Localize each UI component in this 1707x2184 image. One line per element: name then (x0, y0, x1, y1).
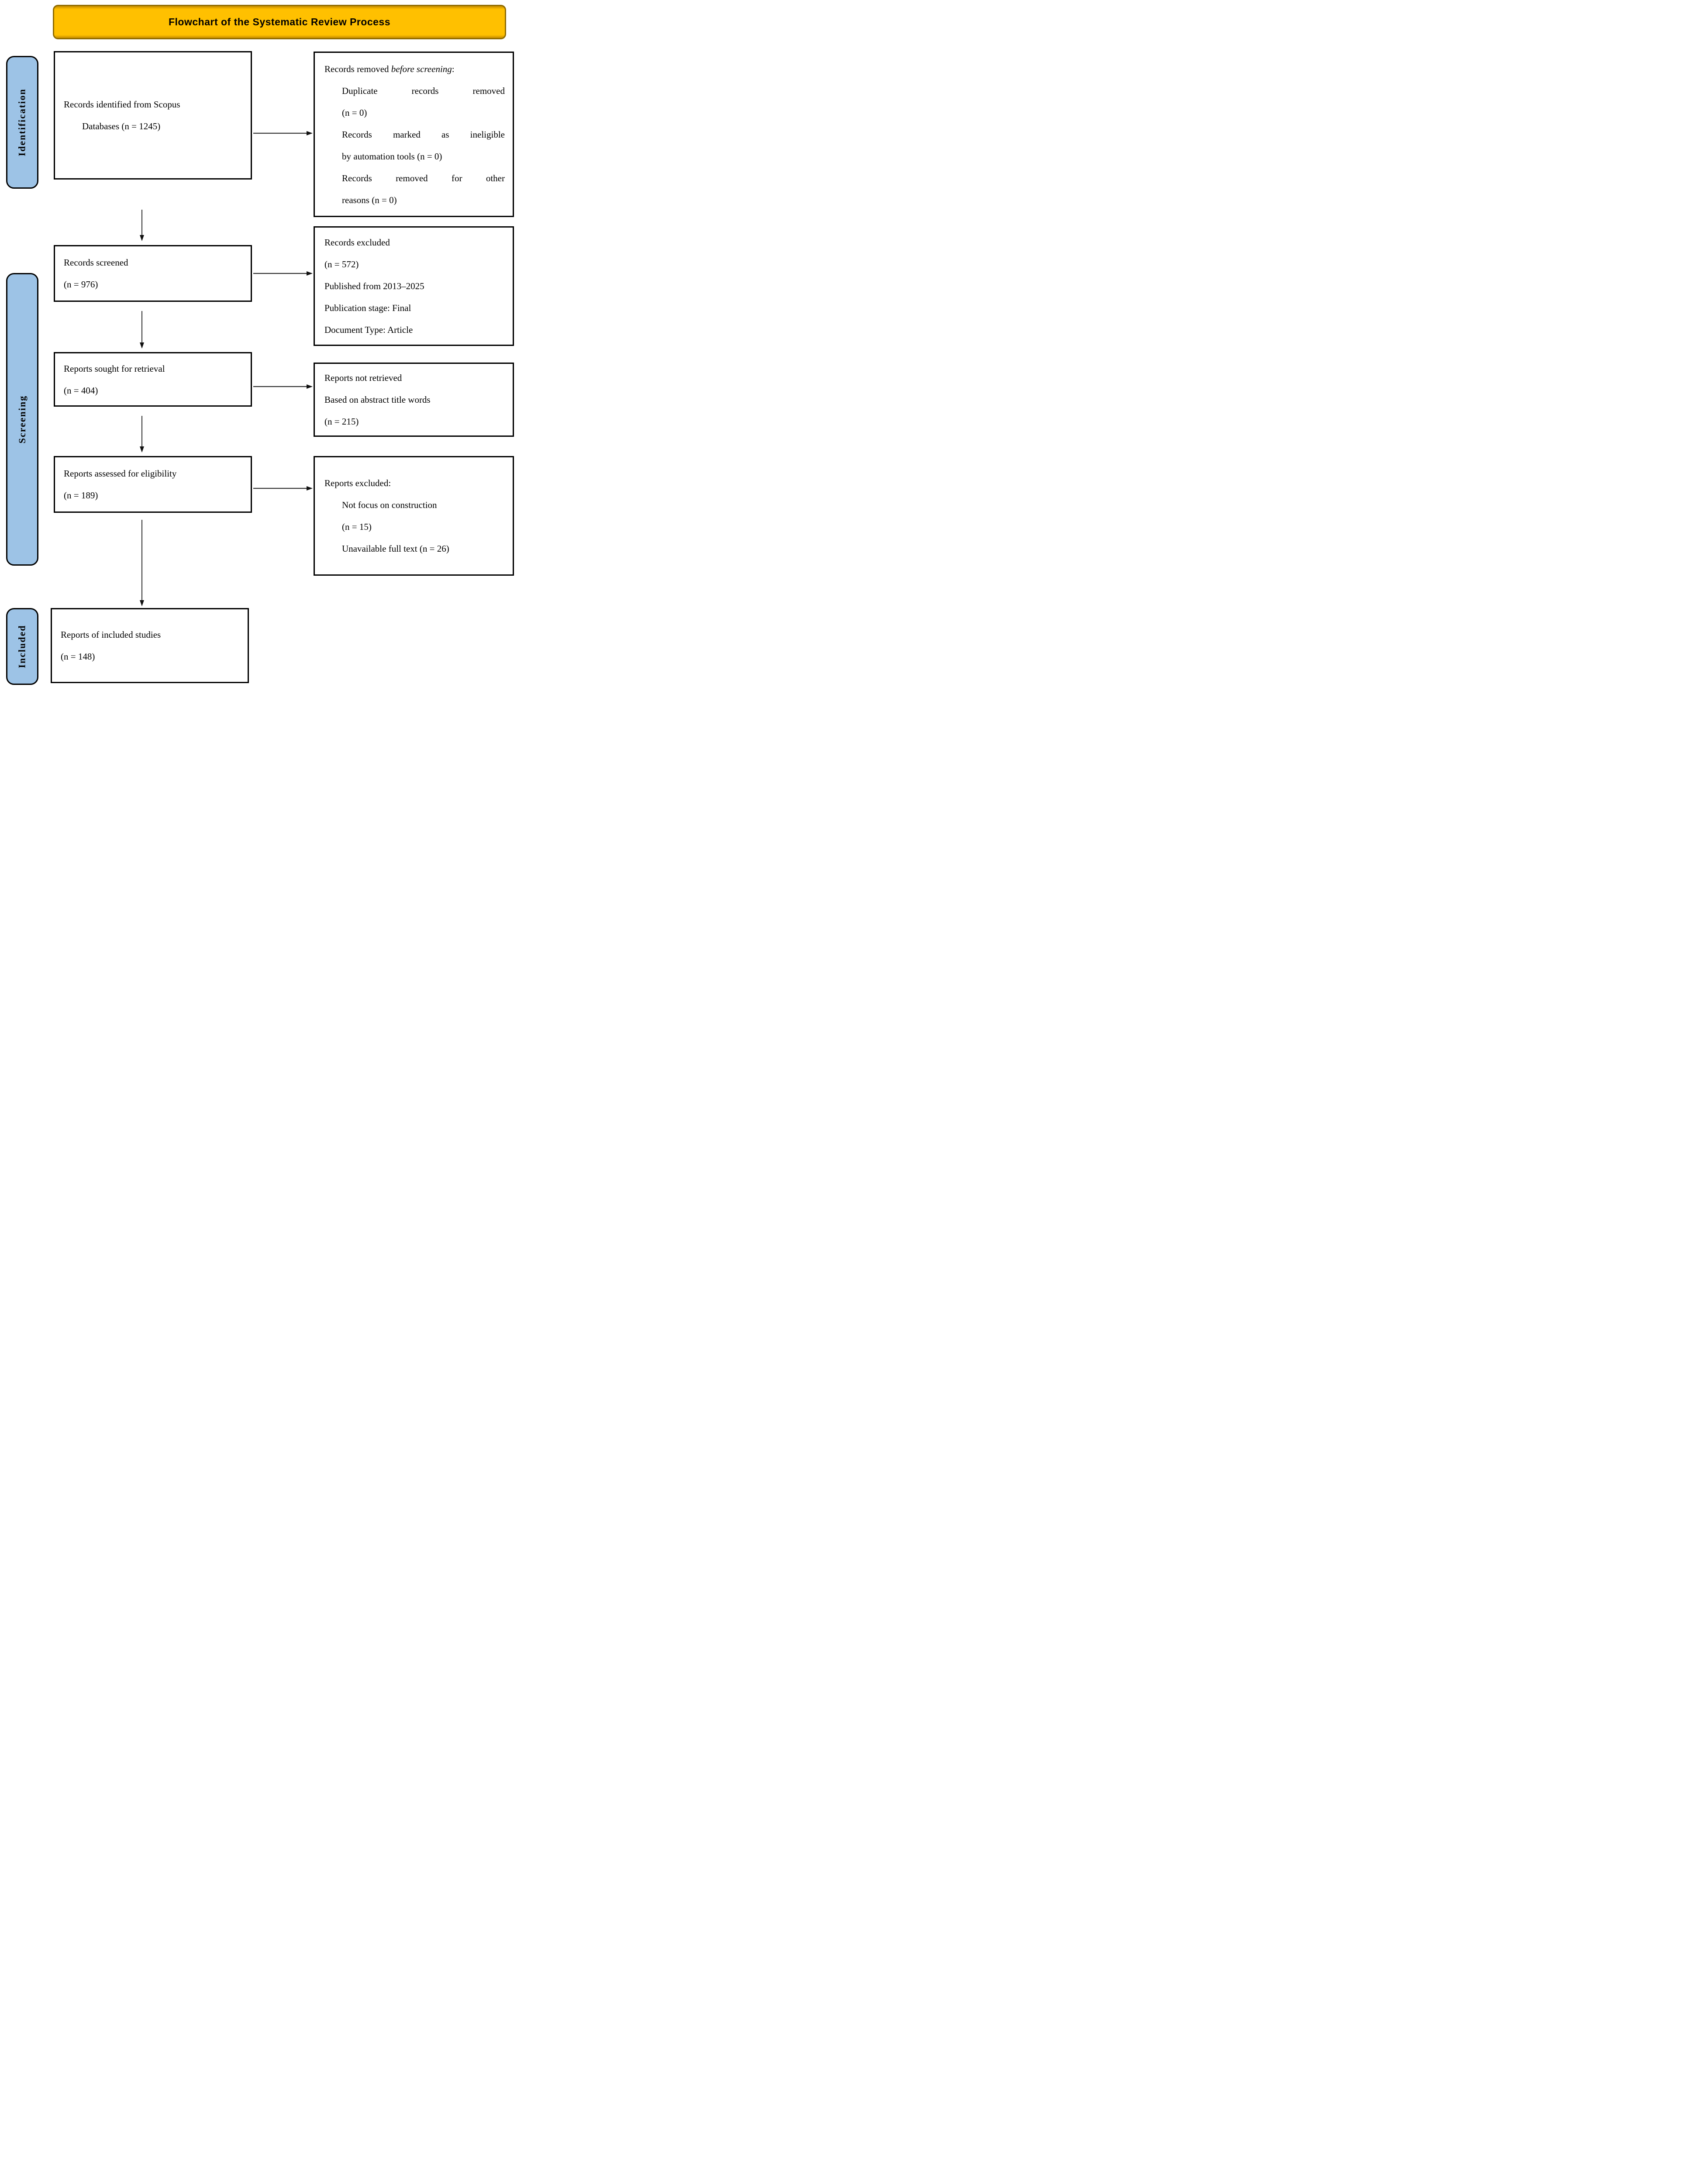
side-box-item-line: Duplicate records removed (342, 85, 505, 96)
box-line: Reports of included studies (61, 629, 161, 640)
side-box-line: Based on abstract title words (324, 394, 431, 405)
page-title: Flowchart of the Systematic Review Proce… (168, 16, 390, 28)
box-line: Records screened (64, 257, 128, 268)
flow-box-reports-included: Reports of included studies (n = 148) (51, 608, 249, 683)
side-box-line: Reports not retrieved (324, 373, 402, 383)
box-line: Reports assessed for eligibility (64, 468, 177, 479)
flow-box-records-identified: Records identified from Scopus Databases… (54, 51, 252, 180)
side-box-line: (n = 215) (324, 416, 359, 427)
title-banner: Flowchart of the Systematic Review Proce… (53, 5, 506, 39)
box-line: Databases (n = 1245) (82, 121, 161, 131)
box-line: Records identified from Scopus (64, 99, 180, 110)
side-box-reports-not-retrieved: Reports not retrieved Based on abstract … (314, 363, 514, 437)
side-box-line: Publication stage: Final (324, 303, 411, 313)
stage-label-text: Identification (17, 88, 28, 156)
stage-label-identification: Identification (6, 56, 38, 189)
side-box-records-excluded: Records excluded (n = 572) Published fro… (314, 226, 514, 346)
box-line: Reports sought for retrieval (64, 363, 165, 374)
side-box-item-line: by automation tools (n = 0) (342, 151, 442, 162)
side-box-line: (n = 572) (324, 259, 359, 270)
box-line: (n = 148) (61, 651, 95, 662)
prisma-flowchart: Flowchart of the Systematic Review Proce… (0, 0, 522, 690)
side-box-item-line: Unavailable full text (n = 26) (342, 543, 449, 554)
side-box-item-line: Records removed for other (342, 173, 505, 183)
side-box-item-line: Not focus on construction (342, 500, 437, 510)
side-box-item-line: reasons (n = 0) (342, 194, 397, 205)
flow-box-records-screened: Records screened (n = 976) (54, 245, 252, 302)
box-line: (n = 404) (64, 385, 98, 396)
stage-label-screening: Screening (6, 273, 38, 566)
stage-label-text: Included (17, 625, 28, 668)
stage-label-text: Screening (17, 395, 28, 444)
side-box-line: Records excluded (324, 237, 390, 248)
flow-box-reports-assessed: Reports assessed for eligibility (n = 18… (54, 456, 252, 513)
box-line: (n = 189) (64, 490, 98, 501)
italic-heading-text: before screening (391, 63, 452, 74)
side-box-item-line: (n = 15) (342, 522, 372, 532)
stage-label-included: Included (6, 608, 38, 685)
side-box-heading: Reports excluded: (324, 478, 391, 488)
side-box-item-line: (n = 0) (342, 107, 367, 118)
side-box-line: Published from 2013–2025 (324, 281, 424, 291)
side-box-item-line: Records marked as ineligible (342, 129, 505, 140)
box-line: (n = 976) (64, 279, 98, 290)
flow-box-reports-sought: Reports sought for retrieval (n = 404) (54, 352, 252, 407)
side-box-reports-excluded: Reports excluded: Not focus on construct… (314, 456, 514, 576)
side-box-line: Document Type: Article (324, 325, 413, 335)
side-box-heading: Records removed before screening: (324, 63, 455, 74)
side-box-records-removed-before-screening: Records removed before screening: Duplic… (314, 52, 514, 217)
